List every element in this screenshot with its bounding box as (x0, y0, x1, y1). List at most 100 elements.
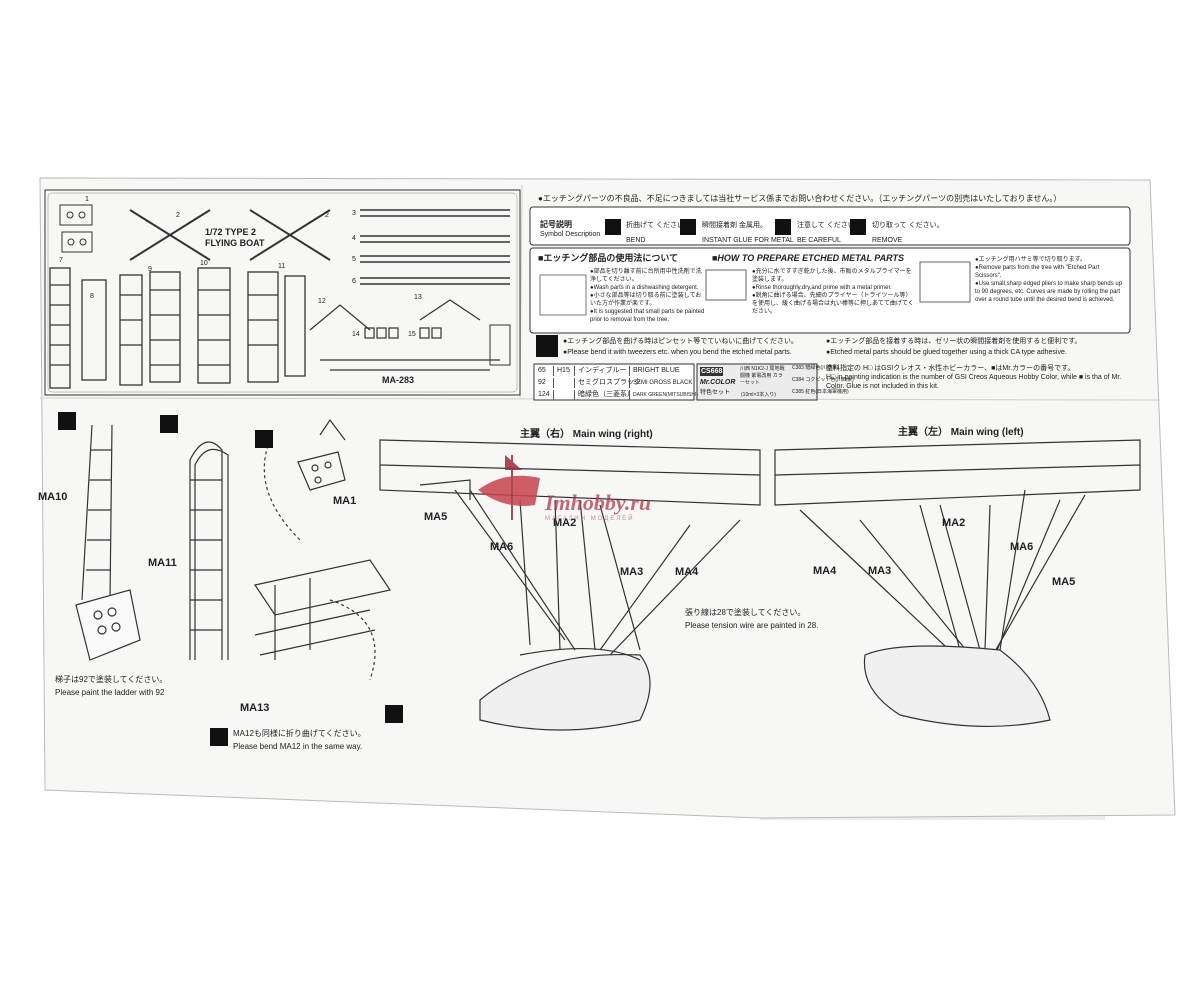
set-item-name: 暗緑色(川西系) (805, 365, 839, 371)
wing-right-ma2: MA2 (553, 517, 577, 529)
color-row: 65 H15 インディブルー BRIGHT BLUE (535, 366, 686, 376)
set-qty: (10ml×3本入り) (741, 392, 776, 398)
set-item-code: C385 (792, 389, 804, 395)
color-name-en: BRIGHT BLUE (633, 367, 680, 374)
fret-part-13: 13 (414, 294, 422, 301)
etching-heading-jp: ■エッチング部品の使用法について (538, 253, 679, 263)
wing-right-title: 主翼（右） Main wing (right) (520, 429, 653, 440)
fret-part-2b: 2 (325, 212, 329, 219)
part-label-ma1: MA1 (333, 495, 357, 507)
step-remove-jp: ●エッチング用ハサミ等で切り取ります。 (975, 257, 1087, 263)
set-item-code: C383 (792, 365, 804, 371)
wing-right-ma3: MA3 (620, 566, 644, 578)
color-name-jp: セミグロスブラック (575, 378, 641, 388)
caution-icon (775, 219, 791, 235)
symbol-cut-jp: 切り取って ください。 (872, 222, 944, 229)
fret-title-2: FLYING BOAT (205, 238, 265, 248)
fret-part-12: 12 (318, 298, 326, 305)
set-code: CS668 (700, 367, 724, 376)
fret-part-11: 11 (278, 263, 286, 270)
wing-left-title: 主翼（左） Main wing (left) (898, 427, 1024, 438)
wing-right-ma6: MA6 (490, 541, 514, 553)
step-paint-en: ●It is suggested that small parts be pai… (590, 309, 705, 323)
symbol-caution-jp: 注意して ください。 (797, 222, 862, 229)
fret-part-2a: 2 (176, 212, 180, 219)
fret-part-7: 7 (59, 257, 63, 264)
part-label-ma11: MA11 (148, 557, 177, 569)
set-sub: 特色セット (700, 390, 731, 396)
fret-part-4: 4 (352, 235, 356, 242)
fret-part-6: 6 (352, 278, 356, 285)
paint-note-en: H□ in painting indication is the number … (826, 374, 1122, 390)
step-rinse-en: ●Rinse thoroughly,dry,and prime with a m… (752, 285, 892, 291)
tip-glue-en: ●Etched metal parts should be glued toge… (826, 349, 1067, 356)
ladder-paint-jp: 梯子は92で塗装してください。 (55, 675, 168, 684)
set-brand: Mr.COLOR (700, 379, 736, 386)
step-pliers-en: ●Use small,sharp edged pliers to make sh… (975, 281, 1123, 303)
wing-left-ma2: MA2 (942, 517, 966, 529)
etching-heading-en: ■HOW TO PREPARE ETCHED METAL PARTS (712, 253, 904, 263)
color-mr-number: 124 (535, 390, 554, 400)
wing-right-ma4: MA4 (675, 566, 699, 578)
set-description: 川西 N1K2-J 局地戦闘機 紫電改用 カラーセット (740, 366, 785, 386)
symbol-glue-jp: 瞬間接着剤 金属用。 (702, 222, 767, 229)
wing-left-ma5: MA5 (1052, 576, 1076, 588)
support-notice: ●エッチングパーツの不良品、不足につきましては当社サービス係までお問い合わせくだ… (538, 194, 1062, 203)
color-row: 92 セミグロスブラック SEMI GROSS BLACK (535, 378, 693, 388)
symbol-title-jp: 記号説明 (540, 220, 572, 229)
tip-bend-jp: ●エッチング部品を曲げる時はピンセット等でていねいに曲げてください。 (563, 338, 799, 345)
color-name-en: SEMI GROSS BLACK (633, 380, 693, 386)
glue-icon (680, 219, 696, 235)
fret-title-1: 1/72 TYPE 2 (205, 227, 257, 237)
step-wash-jp: ●部品を切り離す前に台所用中性洗剤で洗浄してください。 (590, 269, 702, 283)
wing-left-ma4: MA4 (813, 565, 837, 577)
fret-part-9: 9 (148, 266, 152, 273)
symbol-bend-jp: 折曲げて ください。 (626, 222, 691, 229)
wing-left-ma3: MA3 (868, 565, 892, 577)
color-name-jp: インディブルー (575, 366, 630, 376)
symbol-caution-en: BE CAREFUL (797, 237, 841, 244)
set-item-name: コクピット色(川西系) (805, 377, 854, 383)
fret-part-8: 8 (90, 293, 94, 300)
wing-left-ma6: MA6 (1010, 541, 1034, 553)
ladder-paint-en: Please paint the ladder with 92 (55, 688, 165, 697)
wing-right-ma5: MA5 (424, 511, 448, 523)
cut-icon (850, 219, 866, 235)
set-item-3: C385 紅色(日本海軍機用) (792, 390, 849, 395)
fret-part-15: 15 (408, 331, 416, 338)
fret-part-5: 5 (352, 256, 356, 263)
color-h-number: H15 (554, 366, 575, 376)
wire-paint-jp: 張り線は28で塗装してください。 (685, 608, 806, 617)
paint-note: 塗料指定の H□ はGSIクレオス・水性ホビーカラー、■はMr.カラーの番号です… (826, 364, 1136, 391)
step-rinse-jp: ●充分に水ですすぎ乾かした後、市販のメタルプライマーを塗装します。 (752, 269, 912, 283)
color-name-en: DARK GREEN(MITSUBISHI) (633, 392, 699, 398)
tip-glue-jp: ●エッチング部品を接着する時は、ゼリー状の瞬間接着剤を使用すると便利です。 (826, 338, 1082, 345)
color-name-jp: 暗緑色（三菱系） (575, 390, 634, 400)
step-wash-en: ●Wash parts in a dishwashing detergent. (590, 285, 699, 291)
fret-part-1: 1 (85, 196, 89, 203)
color-row: 124 暗緑色（三菱系） DARK GREEN(MITSUBISHI) (535, 390, 699, 400)
watermark-logo: Imhobby.ru (545, 490, 652, 515)
fret-part-10: 10 (200, 260, 208, 267)
fret-code: MA-283 (382, 375, 415, 385)
symbol-bend-en: BEND (626, 237, 646, 244)
fret-part-14: 14 (352, 331, 360, 338)
symbol-title-en: Symbol Description (540, 231, 601, 238)
tip-bend-en: ●Please bend it with tweezers etc. when … (563, 349, 792, 356)
paint-note-jp: 塗料指定の H□ はGSIクレオス・水性ホビーカラー、■はMr.カラーの番号です… (826, 365, 1075, 372)
step-remove-en: ●Remove parts from the tree with "Etched… (975, 265, 1100, 279)
ma12-bend-jp: MA12も同様に折り曲げてください。 (233, 729, 366, 738)
set-item-code: C384 (792, 377, 804, 383)
set-item-2: C384 コクピット色(川西系) (792, 378, 854, 383)
watermark-tagline: МАГАЗИН МОДЕЛЕЙ (545, 516, 635, 522)
symbol-cut-en: REMOVE (872, 237, 903, 244)
color-h-number (554, 390, 575, 400)
fret-part-3: 3 (352, 210, 356, 217)
wire-paint-en: Please tension wire are painted in 28. (685, 621, 819, 630)
color-h-number (554, 378, 575, 388)
symbol-glue-en: INSTANT GLUE FOR METAL (702, 237, 794, 244)
bend-icon (605, 219, 621, 235)
part-label-ma13: MA13 (240, 702, 270, 714)
set-item-name: 紅色(日本海軍機用) (805, 389, 849, 395)
